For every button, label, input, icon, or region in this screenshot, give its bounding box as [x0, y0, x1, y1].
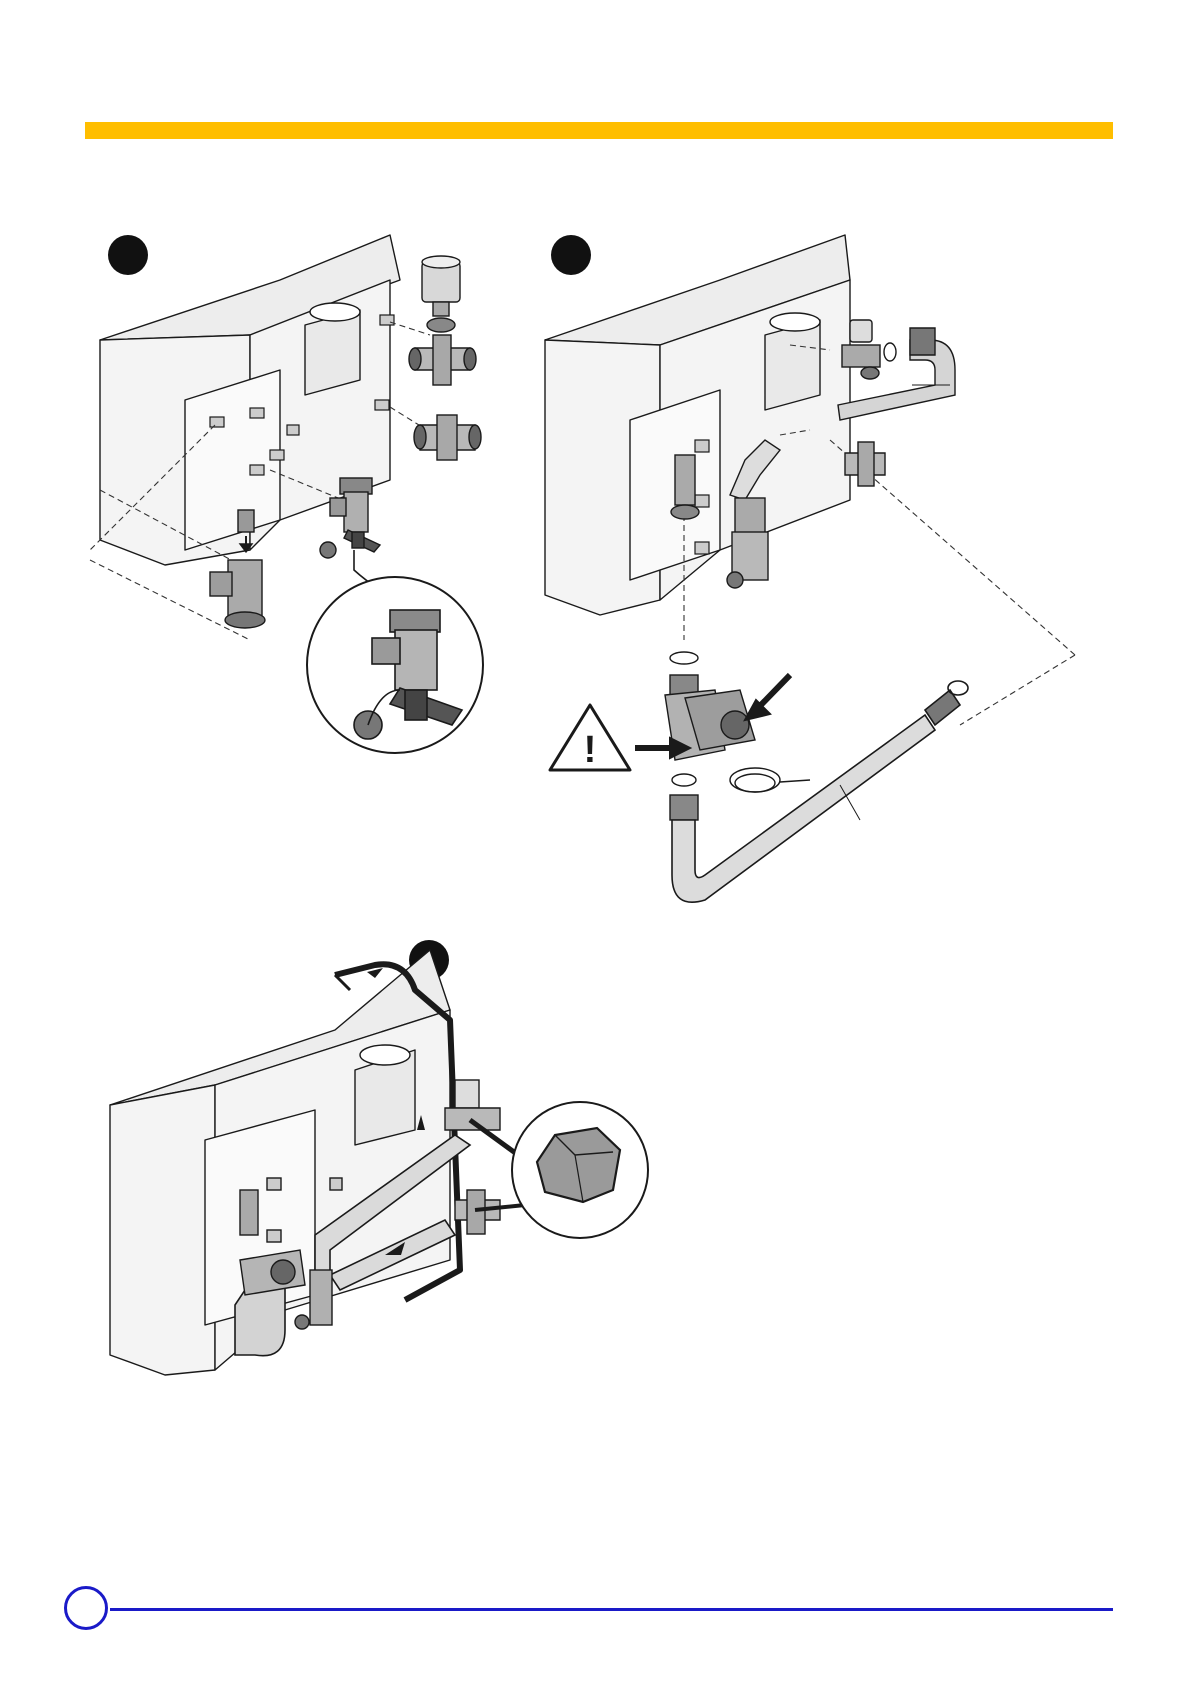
- warning-triangle-icon: !: [550, 705, 630, 771]
- header-accent-bar: [85, 122, 1113, 139]
- footer-rule: [110, 1608, 1113, 1611]
- step-2-illustration: !: [540, 220, 1100, 910]
- warning-symbol: !: [584, 729, 597, 771]
- step-1-illustration: [90, 220, 530, 790]
- page-number-circle: [64, 1586, 108, 1630]
- step-3-illustration: [105, 930, 685, 1380]
